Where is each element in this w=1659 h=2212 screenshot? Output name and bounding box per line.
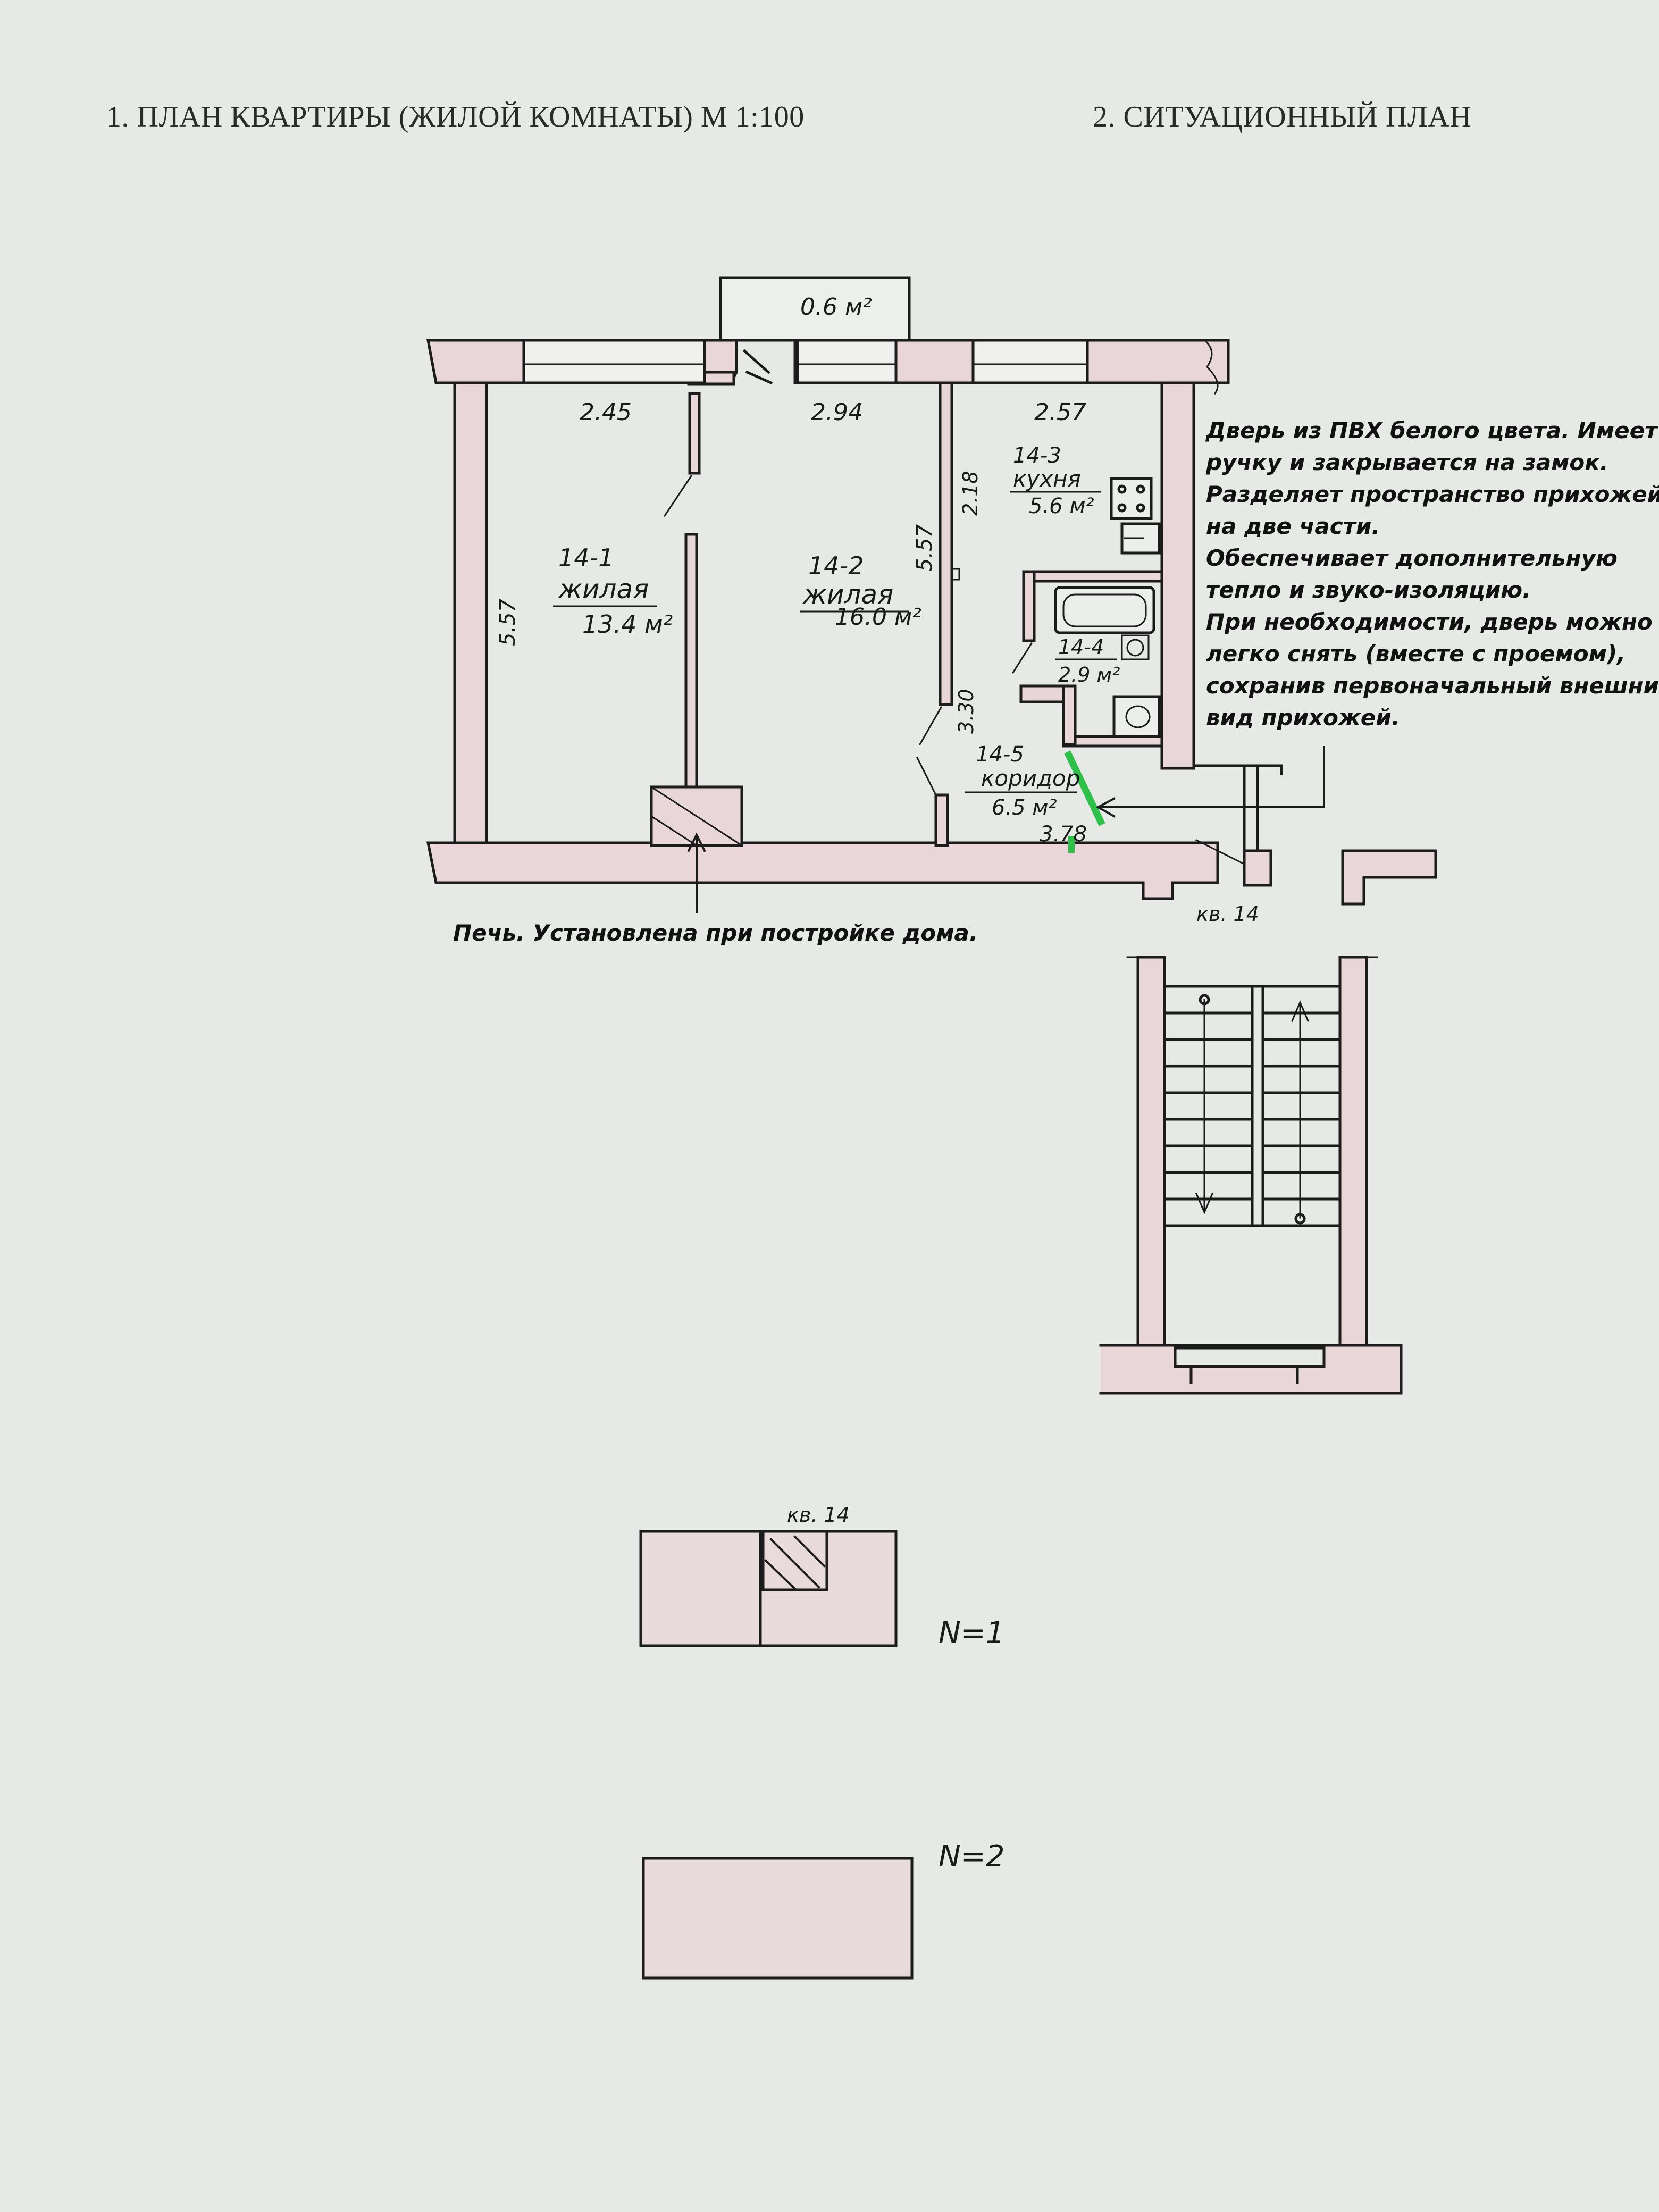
room-14-3-id: 14-3: [1013, 443, 1061, 468]
kitchen-stove: [1110, 477, 1153, 520]
room-14-1-id: 14-1: [558, 543, 614, 572]
partition-1-upper: [688, 392, 701, 475]
door-note-line: на две части.: [1206, 513, 1380, 539]
room-14-2-type: жилая: [802, 579, 893, 610]
dim-corridor-height: 3.30: [954, 689, 978, 734]
bathroom-wall-top: [1022, 570, 1163, 583]
partition-2-upper: [939, 381, 953, 706]
room-14-2-area: 16.0 м²: [835, 604, 921, 631]
outer-wall-left: [453, 381, 488, 844]
floor1-label: N=1: [939, 1616, 1004, 1650]
dim-kitchen-height: 2.18: [959, 471, 982, 516]
window-room2: [796, 339, 898, 384]
stove-note: Печь. Установлена при постройке дома.: [453, 920, 978, 946]
situation-plan-title: 2. СИТУАЦИОННЫЙ ПЛАН: [1093, 100, 1472, 133]
toilet: [1112, 695, 1161, 738]
situation-plan-floor2: [642, 1857, 914, 1980]
dim-top-room1: 2.45: [580, 399, 632, 426]
door-note-line: легко снять (вместе с проемом),: [1206, 641, 1626, 667]
dim-top-room2: 2.94: [811, 399, 863, 426]
pvc-door-mark: [1064, 750, 1105, 826]
room-14-5-id: 14-5: [976, 742, 1024, 767]
door-note-line: При необходимости, дверь можно: [1206, 609, 1653, 635]
bathroom-wall-bottom: [1062, 735, 1163, 748]
dim-top-kitchen: 2.57: [1034, 399, 1086, 426]
entry-door-frame: [1243, 849, 1272, 887]
door-note-line: вид прихожей.: [1206, 705, 1400, 731]
apartment-label-situation: кв. 14: [787, 1503, 850, 1527]
door-note-line: Обеспечивает дополнительную: [1206, 545, 1618, 571]
balcony-area-label: 0.6 м²: [800, 294, 872, 321]
partition-2-lower: [934, 793, 949, 847]
room-14-3-type: кухня: [1013, 466, 1081, 492]
room-14-2-id: 14-2: [808, 551, 864, 580]
bathtub: [1054, 586, 1155, 634]
room-14-1-type: жилая: [558, 574, 649, 605]
washbasin: [1121, 634, 1150, 660]
dim-room2-height: 5.57: [912, 524, 937, 572]
door-note-line: тепло и звуко-изоляцию.: [1206, 577, 1531, 603]
door-note-arrow: [1097, 746, 1325, 808]
stairwell: [1099, 956, 1403, 1395]
dim-corridor-width: 3.78: [1040, 822, 1087, 847]
room-14-1-area: 13.4 м²: [582, 610, 673, 639]
bathroom-wall-lower-left: [1019, 684, 1068, 703]
situation-plan-floor1: [639, 1530, 898, 1647]
room-14-5-type: коридор: [981, 765, 1080, 791]
floor2-label: N=2: [939, 1839, 1004, 1874]
dim-left-height: 5.57: [496, 598, 520, 646]
door-note: Дверь из ПВХ белого цвета. Имеет ручку и…: [1206, 415, 1659, 734]
door-note-line: ручку и закрывается на замок.: [1206, 449, 1608, 475]
partition-1-lower: [684, 533, 698, 789]
room-14-3-area: 5.6 м²: [1029, 494, 1094, 518]
room-14-4-id: 14-4: [1058, 635, 1104, 659]
door-note-line: Разделяет пространство прихожей: [1206, 481, 1659, 507]
bathroom-wall-left: [1022, 570, 1036, 642]
room-14-5-area: 6.5 м²: [992, 795, 1057, 820]
apartment-label-plan: кв. 14: [1196, 902, 1259, 926]
outer-wall-right: [1160, 381, 1195, 770]
window-kitchen: [971, 339, 1089, 384]
plan-title: 1. ПЛАН КВАРТИРЫ (ЖИЛОЙ КОМНАТЫ) М 1:100: [106, 100, 805, 133]
window-room1: [522, 339, 706, 384]
door-note-line: Дверь из ПВХ белого цвета. Имеет: [1206, 417, 1658, 443]
neighbour-wall: [1341, 849, 1437, 906]
outer-wall-bottom: [426, 841, 1219, 900]
room-14-4-area: 2.9 м²: [1058, 663, 1120, 686]
door-note-line: сохранив первоначальный внешний: [1206, 673, 1659, 699]
